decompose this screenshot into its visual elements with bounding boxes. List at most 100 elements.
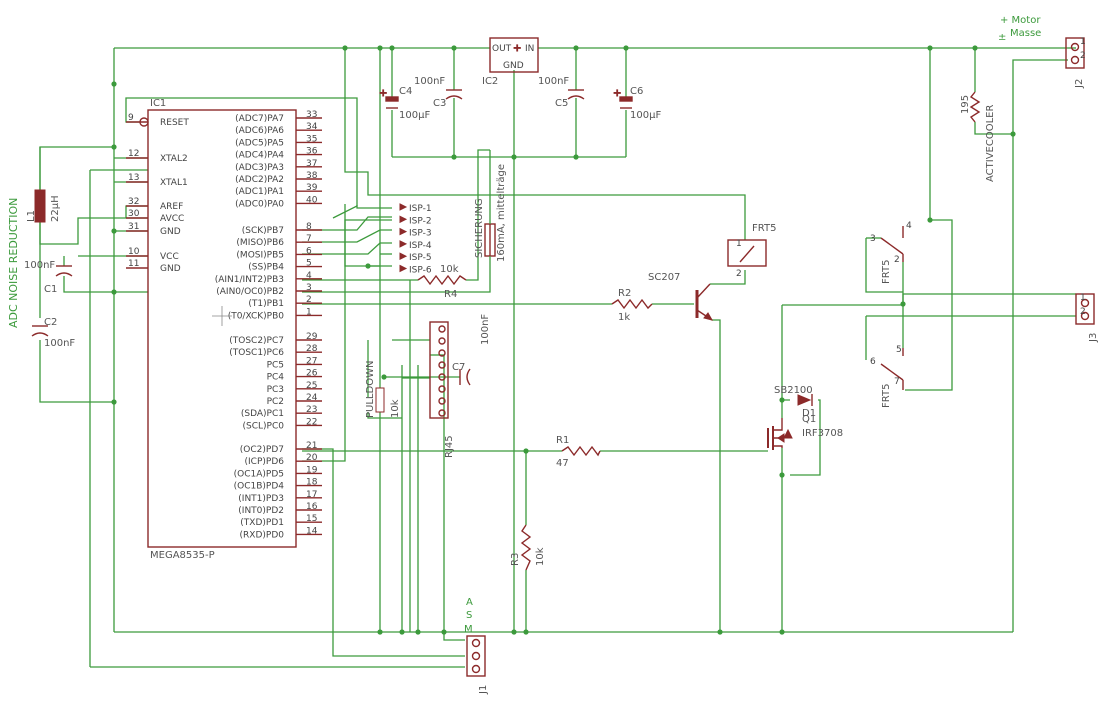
fuse-label: SICHERUNG xyxy=(474,198,485,258)
j1-name: J1 xyxy=(478,685,489,695)
svg-text:+: + xyxy=(513,43,521,54)
ic1-pin-number: 21 xyxy=(306,441,317,451)
rj45-connector: RJ45 PULLDOWN xyxy=(365,321,455,458)
ic1-pin-name: XTAL2 xyxy=(160,154,188,164)
ic1-pin-name: (ADC1)PA1 xyxy=(235,187,284,197)
j3-pin-1: 1 xyxy=(1080,293,1086,303)
ic1-pin-number: 37 xyxy=(306,159,317,169)
svg-text:+: + xyxy=(379,88,387,99)
frt5-label-lower: FRT5 xyxy=(881,384,892,408)
capacitor-c1: 100nF C1 xyxy=(24,260,73,295)
ic1-pin-number: 38 xyxy=(306,171,318,181)
ic1-pin-number: 4 xyxy=(306,271,312,281)
relay-pin-1: 1 xyxy=(736,239,742,249)
resistor-r5: 10k xyxy=(375,387,401,418)
r3-value: 10k xyxy=(535,547,546,566)
contact-pin-3: 3 xyxy=(870,234,876,244)
diode-d1: SB2100 D1 xyxy=(774,385,816,419)
ic1-pin-name: VCC xyxy=(160,252,179,262)
rj45-pin xyxy=(438,325,446,333)
ic2-pin-gnd: GND xyxy=(503,61,524,71)
isp-pin-label: ISP-5 xyxy=(409,253,432,263)
ic1-pin-name: (T1)PB1 xyxy=(248,299,284,309)
l1-value: 22µH xyxy=(50,195,61,222)
ic1-pin-name: (MOSI)PB5 xyxy=(236,250,284,260)
sc207-name: SC207 xyxy=(648,272,680,283)
ic1-pin-number: 3 xyxy=(306,283,312,293)
ic1-pin-name: PC4 xyxy=(267,373,285,383)
activecooler-label: ACTIVECOOLER xyxy=(985,105,996,182)
ic1-pin-name: (ADC3)PA3 xyxy=(235,163,284,173)
ic1-pin-number: 33 xyxy=(306,110,317,120)
r5-value: 10k xyxy=(390,399,401,418)
ic1-pin-number: 39 xyxy=(306,183,318,193)
pulldown-label: PULLDOWN xyxy=(365,361,376,418)
c7-name: C7 xyxy=(452,362,465,373)
ic1-pin-name: AREF xyxy=(160,202,183,212)
ic1-pin-number: 24 xyxy=(306,393,318,403)
c4-value: 100µF xyxy=(399,110,430,121)
c3-name: C3 xyxy=(433,98,446,109)
ic1-pin-name: (RXD)PD0 xyxy=(240,530,285,540)
mosfet-q1: Q1 IRF3708 xyxy=(767,414,843,450)
adc-noise-label: ADC NOISE REDUCTION xyxy=(7,198,20,328)
resistor-activecooler: 195 ACTIVECOOLER xyxy=(960,91,996,182)
rj45-pin xyxy=(438,373,446,381)
ic1-pin-name: (TXD)PD1 xyxy=(240,518,284,528)
ic1-pin-number: 35 xyxy=(306,134,317,144)
j2-pin-2: 2 xyxy=(1080,51,1086,61)
isp-pin-label: ISP-6 xyxy=(409,266,432,276)
isp-pin-marker xyxy=(399,215,408,224)
ic1-pin-number: 40 xyxy=(306,195,318,205)
ic1-pin-name: (ADC6)PA6 xyxy=(235,126,284,136)
ic1-pin-name: (ADC7)PA7 xyxy=(235,114,284,124)
capacitor-c4: + C4 100µF xyxy=(379,86,431,121)
ic1-pin-number: 26 xyxy=(306,369,318,379)
ic1-part: MEGA8535-P xyxy=(150,550,215,561)
ic1-pin-number: 2 xyxy=(306,295,312,305)
relay-contact-lower: 6 5 7 FRT5 xyxy=(870,345,904,408)
ic1-pin-name: (ADC4)PA4 xyxy=(235,151,284,161)
rj45-pin xyxy=(438,349,446,357)
c1-value: 100nF xyxy=(24,260,55,271)
ic1-pin-number: 8 xyxy=(306,222,312,232)
j2-pin-1: 1 xyxy=(1080,37,1086,47)
ic1-pin-number: 15 xyxy=(306,514,317,524)
j1-label-m: M xyxy=(464,624,473,635)
c5-value: 100nF xyxy=(538,76,569,87)
connector-j1: J1 A S M xyxy=(464,597,489,695)
c2-name: C2 xyxy=(44,317,57,328)
ic1-pin-name: (AIN1/INT2)PB3 xyxy=(215,275,284,285)
r1-value: 47 xyxy=(556,458,569,469)
ic1-pin-name: (ADC0)PA0 xyxy=(235,199,284,209)
ic1-pin-number: 32 xyxy=(128,197,139,207)
ic1-name: IC1 xyxy=(150,98,166,109)
ic1-pin-number: 19 xyxy=(306,465,318,475)
relay-contact-upper: 4 3 2 FRT5 xyxy=(870,221,912,284)
svg-text:+: + xyxy=(613,88,621,99)
rj45-pin xyxy=(438,337,446,345)
j1-label-s: S xyxy=(466,610,472,621)
cursor-crosshair-icon xyxy=(212,306,232,326)
relay-coil: FRT5 1 2 xyxy=(727,223,776,279)
wires xyxy=(39,47,1076,668)
ic1-pin-name: (AIN0/OC0)PB2 xyxy=(216,287,284,297)
r2-value: 1k xyxy=(618,312,630,323)
ic1-pin-name: XTAL1 xyxy=(160,178,188,188)
ic1-pin-name: (TOSC1)PC6 xyxy=(229,348,284,358)
contact-pin-5: 5 xyxy=(896,345,902,355)
capacitor-c7: C7 100nF xyxy=(452,314,491,386)
ic1-pin-name: (INT1)PD3 xyxy=(238,494,284,504)
r2-name: R2 xyxy=(618,288,631,299)
ic1-pin-name: GND xyxy=(160,227,181,237)
r4-name: R4 xyxy=(444,289,457,300)
j3-pin-2: 2 xyxy=(1080,307,1086,317)
ic1-pin-number: 10 xyxy=(128,247,140,257)
ic1-pin-name: (SCK)PB7 xyxy=(242,226,284,236)
ic1-pin-name: (MISO)PB6 xyxy=(236,238,284,248)
resistor-r2: R2 1k xyxy=(611,288,653,323)
ic1-pin-number: 23 xyxy=(306,405,317,415)
contact-pin-2b: 2 xyxy=(894,255,900,265)
relay-pin-2: 2 xyxy=(736,269,742,279)
